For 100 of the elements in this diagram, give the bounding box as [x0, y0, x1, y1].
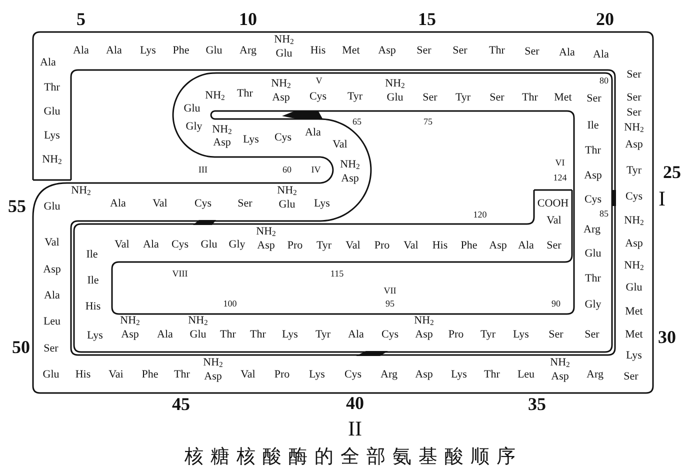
residue-label: Asp: [378, 46, 396, 56]
residue-label: Met: [625, 330, 643, 340]
residue-label: Cys: [274, 132, 292, 144]
amino-group-label: NH$_{2}$: [42, 154, 62, 166]
residue-label: Ala: [348, 330, 364, 340]
cysteine-numeral: V: [316, 76, 322, 86]
residue-label: Thr: [237, 88, 253, 100]
residue-label: Pro: [287, 240, 303, 252]
residue-label: Ala: [559, 48, 575, 58]
residue-label: Ser: [44, 344, 58, 354]
residue-label: Leu: [517, 370, 535, 380]
residue-label: His: [432, 240, 448, 252]
residue-label: Tyr: [626, 166, 642, 176]
residue-label: Glu: [44, 202, 60, 212]
cysteine-numeral: VIII: [172, 270, 188, 278]
residue-number: 75: [424, 118, 432, 126]
residue-number: 25: [663, 163, 681, 181]
residue-label: Ser: [238, 198, 252, 210]
residue-label: Vai: [108, 370, 124, 380]
amino-group-label: NH$_{2}$: [624, 216, 644, 226]
amino-group-label: NH$_{2}$: [277, 186, 297, 196]
figure-caption: 核糖核酸酶的全部氨基酸顺序: [184, 448, 522, 466]
residue-label: Ala: [44, 290, 60, 302]
residue-label: Lys: [243, 134, 259, 146]
residue-label: Lys: [626, 350, 642, 362]
residue-label: Thr: [489, 46, 505, 56]
amino-group-label: NH$_{2}$: [120, 316, 140, 326]
residue-label: Val: [44, 238, 60, 248]
residue-number: 55: [8, 197, 26, 215]
residue-label: Glu: [626, 282, 642, 294]
residue-label: Ser: [524, 46, 540, 58]
residue-label: Val: [152, 198, 168, 210]
residue-label: Asp: [121, 330, 139, 340]
residue-label: Asp: [584, 170, 602, 182]
residue-number: 50: [12, 338, 30, 356]
amino-group-label: NH$_{2}$: [414, 316, 434, 326]
residue-label: Ile: [587, 120, 599, 132]
amino-group-label: NH$_{2}$: [274, 34, 294, 46]
residue-label: Met: [342, 46, 360, 56]
residue-label: Ser: [626, 70, 642, 80]
residue-label: Cys: [194, 198, 212, 210]
residue-number: 10: [239, 10, 257, 28]
residue-label: Ser: [422, 92, 438, 104]
cysteine-numeral: III: [198, 166, 208, 174]
residue-number: 20: [596, 10, 614, 28]
residue-label: Asp: [43, 264, 61, 276]
residue-number: 35: [528, 395, 546, 413]
residue-label: Asp: [625, 140, 643, 150]
residue-label: Val: [332, 140, 348, 150]
residue-label: Glu: [386, 92, 404, 104]
residue-label: Lys: [282, 330, 298, 340]
residue-number: 80: [600, 76, 608, 86]
residue-number: 30: [658, 328, 676, 346]
residue-number: 124: [553, 174, 567, 182]
residue-label: Glu: [278, 200, 296, 210]
residue-label: Thr: [174, 370, 190, 380]
residue-label: Pro: [448, 330, 464, 340]
residue-label: Glu: [584, 248, 602, 260]
amino-group-label: NH$_{2}$: [550, 358, 570, 368]
residue-number: 60: [282, 166, 292, 174]
residue-label: Pro: [374, 240, 390, 252]
residue-label: Glu: [42, 370, 60, 380]
residue-number: 85: [600, 210, 608, 218]
residue-label: Ser: [416, 46, 432, 56]
residue-label: Lys: [309, 370, 325, 380]
residue-label: Ser: [546, 240, 562, 252]
cysteine-numeral: I: [658, 188, 666, 210]
residue-label: Val: [546, 216, 562, 226]
residue-label: Asp: [341, 174, 359, 184]
residue-label: Pro: [274, 370, 290, 380]
residue-number: 100: [223, 300, 237, 308]
cysteine-numeral: II: [348, 418, 362, 440]
amino-group-label: NH$_{2}$: [271, 78, 291, 90]
residue-label: Ala: [110, 198, 126, 210]
residue-label: Asp: [415, 330, 433, 340]
residue-label: Ala: [106, 46, 122, 56]
residue-label: Phe: [172, 46, 190, 56]
residue-label: Cys: [171, 240, 189, 250]
residue-label: Tyr: [316, 240, 332, 252]
residue-label: Asp: [272, 92, 290, 104]
residue-label: Asp: [489, 240, 507, 252]
residue-label: Ser: [584, 330, 600, 340]
residue-number: 115: [330, 270, 344, 278]
residue-label: Gly: [228, 240, 246, 250]
cysteine-numeral: VII: [384, 286, 396, 296]
residue-label: Lys: [451, 370, 467, 380]
residue-label: Cys: [584, 194, 602, 206]
residue-label: Tyr: [455, 92, 471, 104]
residue-label: Glu: [44, 106, 60, 118]
residue-label: Lys: [87, 330, 103, 342]
residue-label: Thr: [522, 92, 538, 104]
residue-label: Arg: [240, 46, 256, 56]
residue-label: Asp: [625, 238, 643, 250]
residue-label: Glu: [206, 46, 222, 56]
residue-label: Ser: [624, 372, 638, 382]
residue-label: Tyr: [347, 92, 363, 102]
residue-label: Lys: [140, 46, 156, 56]
residue-label: Val: [114, 240, 130, 250]
residue-label: Ser: [490, 92, 504, 104]
residue-number: 45: [172, 395, 190, 413]
